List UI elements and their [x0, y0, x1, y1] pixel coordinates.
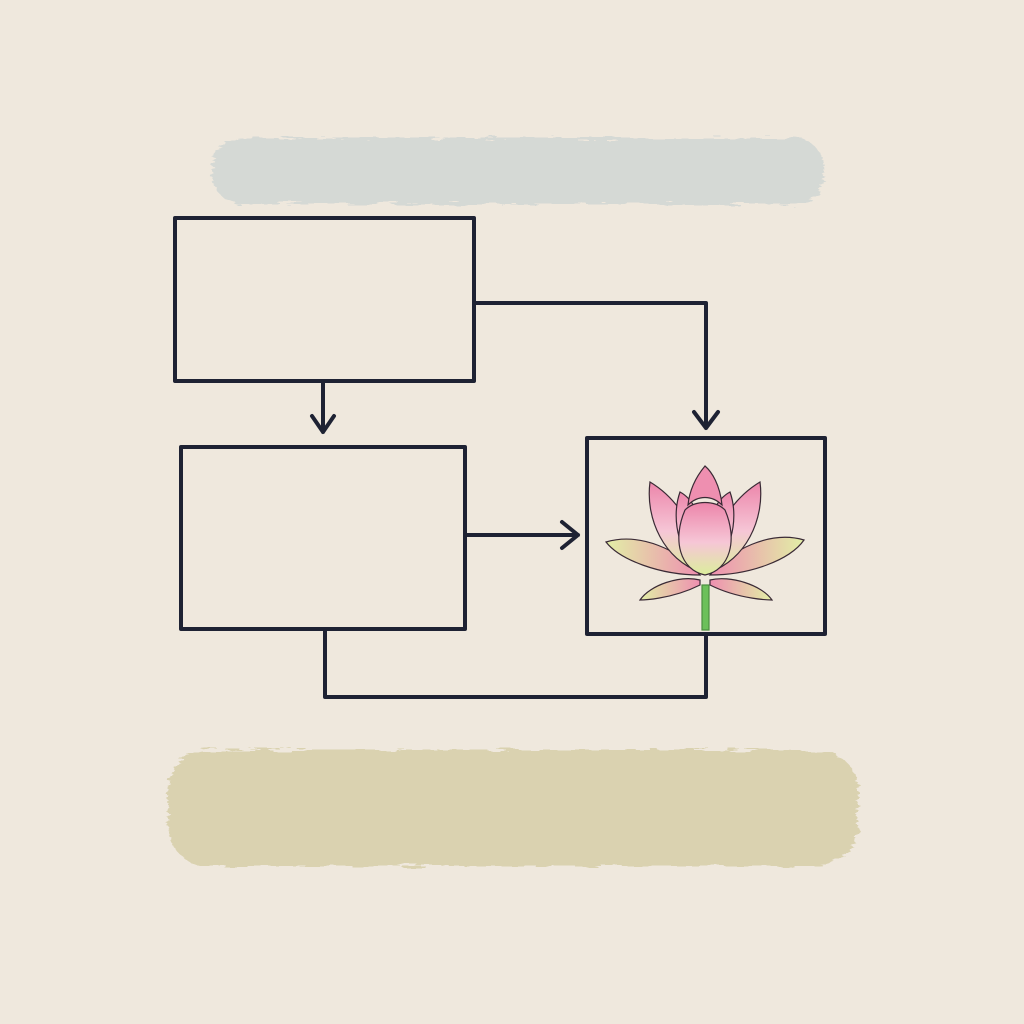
- connector-left-to-right: [464, 520, 580, 550]
- box-bottom-left: [179, 445, 467, 631]
- connector-top-to-right: [473, 301, 720, 430]
- connector-top-to-bottom: [310, 380, 336, 434]
- lotus-icon: [604, 465, 805, 631]
- top-placeholder-band: [212, 138, 824, 204]
- box-top-left: [173, 216, 476, 383]
- connector-loop-back: [323, 628, 708, 699]
- bottom-placeholder-band: [168, 750, 858, 866]
